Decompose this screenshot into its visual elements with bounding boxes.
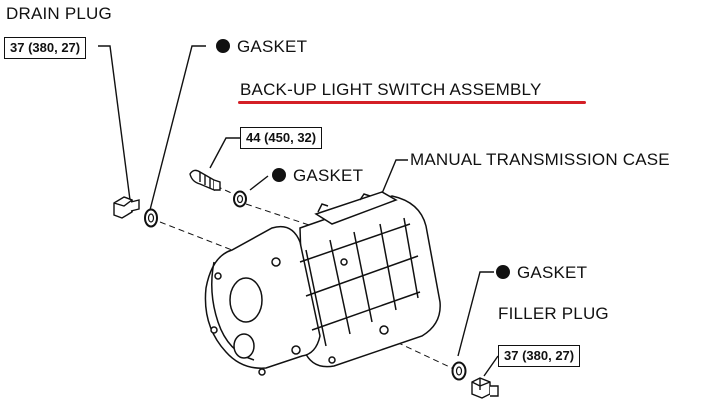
new-part-dot-icon <box>496 265 510 279</box>
backup-switch-part <box>189 169 221 192</box>
gasket-mid-label: GASKET <box>272 166 363 186</box>
gasket-right-label: GASKET <box>496 263 587 283</box>
drain-plug-torque-box: 37 (380, 27) <box>4 37 87 59</box>
drain-plug-part <box>113 196 140 219</box>
new-part-dot-icon <box>216 39 230 53</box>
transmission-case-part <box>204 191 441 376</box>
transmission-case-label: MANUAL TRANSMISSION CASE <box>410 150 670 169</box>
leader-lines <box>98 45 499 377</box>
drain-plug-label: DRAIN PLUG <box>6 4 112 23</box>
filler-plug-label: FILLER PLUG <box>498 304 609 323</box>
new-part-dot-icon <box>272 168 286 182</box>
backup-switch-label: BACK-UP LIGHT SWITCH ASSEMBLY <box>240 80 542 99</box>
filler-plug-torque-box: 37 (380, 27) <box>498 345 581 367</box>
backup-switch-torque-box: 44 (450, 32) <box>240 127 323 149</box>
backup-switch-highlight <box>238 101 586 104</box>
gasket-top-label: GASKET <box>216 37 307 57</box>
filler-plug-part <box>471 377 499 399</box>
